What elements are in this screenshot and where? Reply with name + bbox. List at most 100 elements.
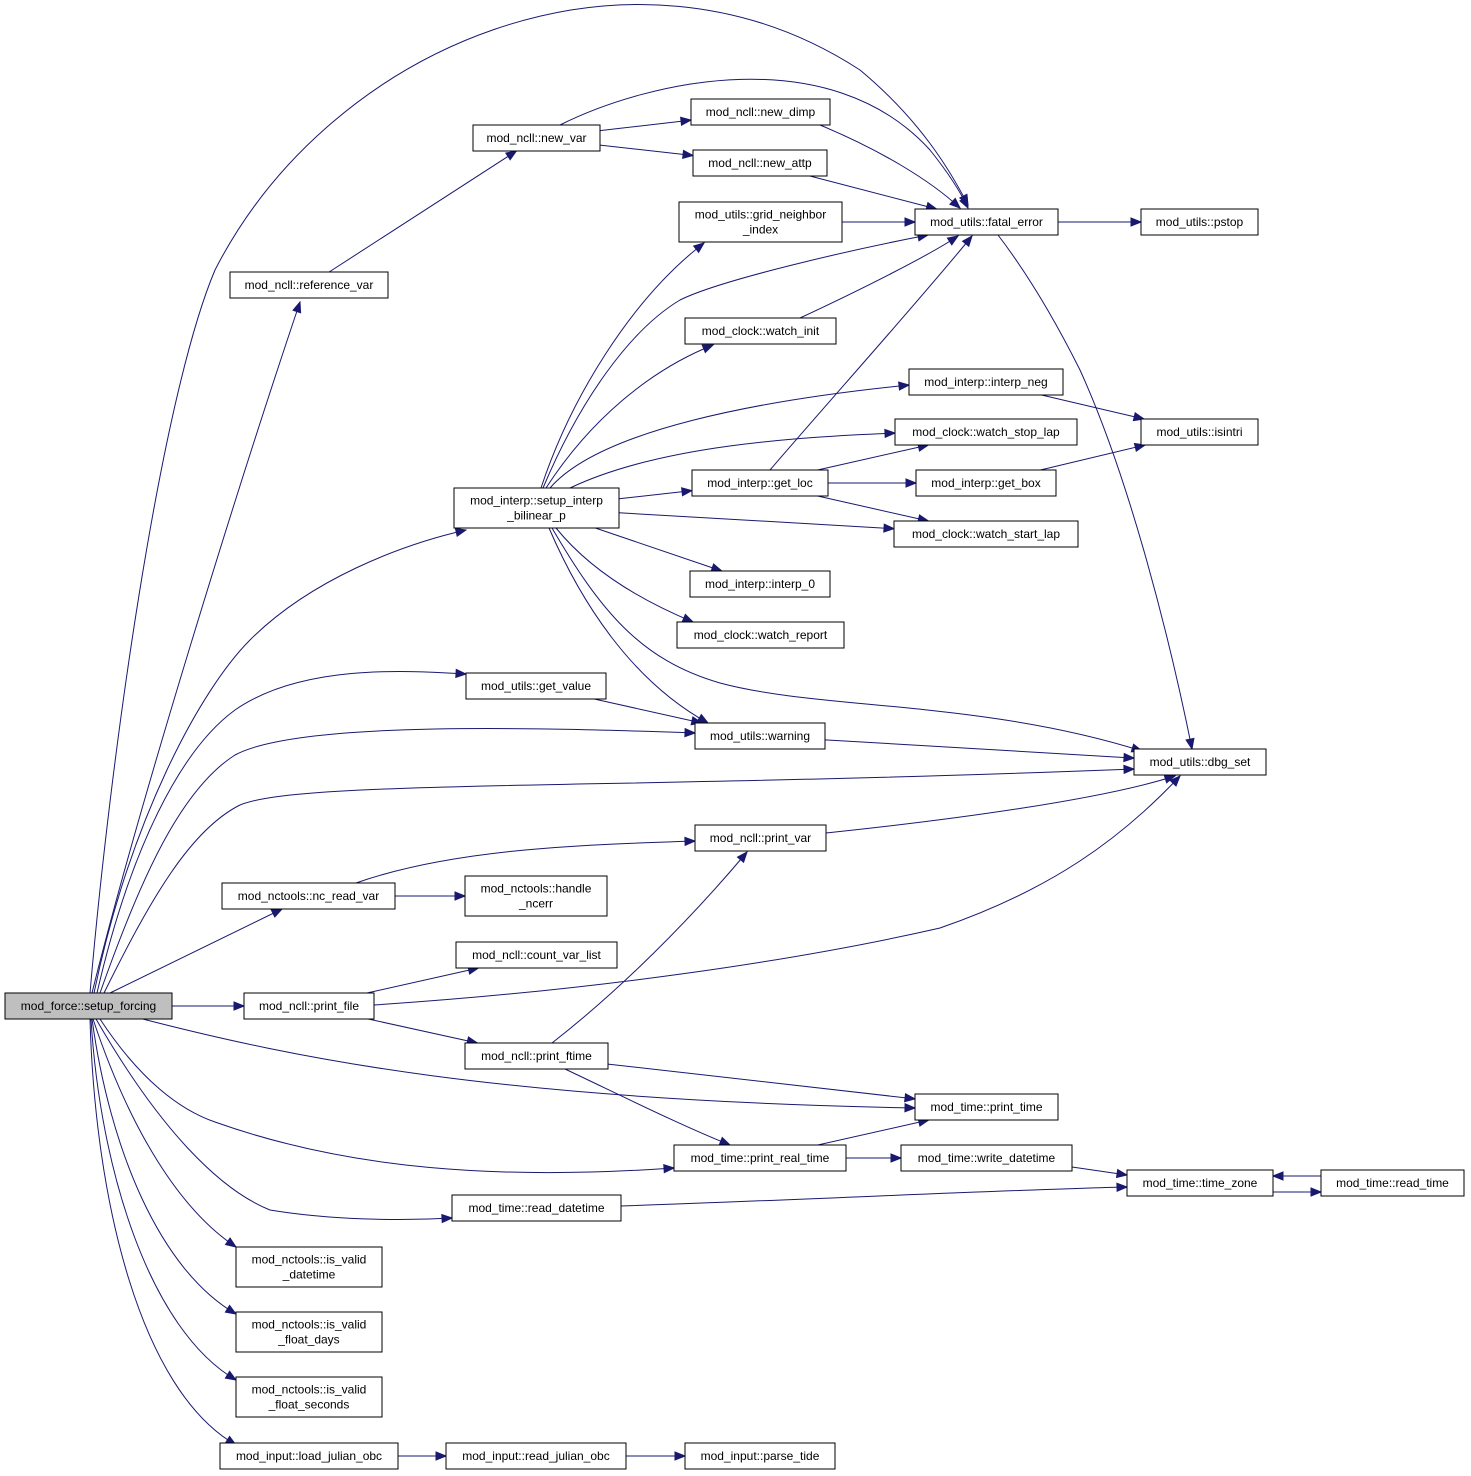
node-isintri[interactable]: mod_utils::isintri — [1140, 418, 1259, 446]
node-box — [1133, 748, 1267, 776]
edge-line — [817, 444, 929, 471]
node-print-file[interactable]: mod_ncll::print_file — [243, 992, 375, 1020]
node-get-box[interactable]: mod_interp::get_box — [915, 469, 1057, 497]
node-get-value[interactable]: mod_utils::get_value — [465, 672, 607, 700]
edge-print_file-to-dbg_set — [373, 775, 1181, 1006]
edge-print_ftime-to-print_var — [551, 850, 748, 1044]
node-box — [472, 124, 601, 152]
node-watch-start-lap[interactable]: mod_clock::watch_start_lap — [893, 520, 1079, 548]
node-print-ftime[interactable]: mod_ncll::print_ftime — [464, 1042, 609, 1070]
edge-time_zone-to-read_time — [1273, 1187, 1323, 1197]
node-label: mod_utils::dbg_set — [1150, 755, 1251, 769]
node-warning[interactable]: mod_utils::warning — [694, 722, 826, 750]
edge-arrowhead — [905, 478, 918, 488]
node-label: _datetime — [282, 1268, 336, 1282]
node-parse-tide[interactable]: mod_input::parse_tide — [684, 1442, 836, 1470]
edge-arrowhead — [961, 234, 973, 248]
edge-line — [91, 301, 301, 994]
node-handle-ncerr[interactable]: mod_nctools::handle_ncerr — [464, 875, 608, 917]
node-watch-report[interactable]: mod_clock::watch_report — [676, 621, 845, 649]
edge-arrowhead — [736, 850, 748, 864]
node-box — [453, 487, 620, 529]
edge-line — [825, 775, 1176, 834]
edge-line — [618, 490, 693, 500]
node-grid-neighbor-index[interactable]: mod_utils::grid_neighbor_index — [678, 201, 843, 243]
node-label: mod_ncll::print_ftime — [481, 1049, 592, 1063]
node-load-julian-obc[interactable]: mod_input::load_julian_obc — [219, 1442, 399, 1470]
node-is-valid-datetime[interactable]: mod_nctools::is_valid_datetime — [235, 1246, 383, 1288]
edge-arrowhead — [1123, 764, 1136, 775]
edge-setup_forcing-to-setup_interp — [93, 527, 468, 994]
node-count-var-list[interactable]: mod_ncll::count_var_list — [455, 941, 618, 969]
edge-setup_interp-to-dbg_set — [551, 527, 1144, 753]
edge-get_box-to-isintri — [1040, 442, 1147, 471]
edge-line — [373, 775, 1181, 1006]
node-new-var[interactable]: mod_ncll::new_var — [472, 124, 601, 152]
node-box — [893, 520, 1079, 548]
node-is-valid-float-seconds[interactable]: mod_nctools::is_valid_float_seconds — [235, 1376, 383, 1418]
edge-line — [599, 144, 694, 157]
node-box — [445, 1442, 627, 1470]
edge-print_file-to-count_var_list — [366, 965, 480, 994]
node-box — [673, 1144, 847, 1172]
node-read-julian-obc[interactable]: mod_input::read_julian_obc — [445, 1442, 627, 1470]
node-label: mod_clock::watch_report — [694, 628, 828, 642]
node-label: mod_ncll::print_var — [710, 831, 811, 845]
node-box — [684, 1442, 836, 1470]
node-write-datetime[interactable]: mod_time::write_datetime — [900, 1144, 1073, 1172]
edge-setup_forcing-to-nc_read_var — [109, 908, 284, 994]
node-print-var[interactable]: mod_ncll::print_var — [694, 824, 827, 852]
edge-setup_forcing-to-load_julian_obc — [89, 1018, 238, 1446]
edge-arrowhead — [682, 149, 695, 160]
edge-arrowhead — [454, 527, 468, 538]
node-interp-0[interactable]: mod_interp::interp_0 — [689, 570, 831, 598]
edge-setup_forcing-to-print_file — [172, 1001, 246, 1011]
node-read-time[interactable]: mod_time::read_time — [1320, 1169, 1465, 1197]
edge-setup_forcing-to-is_valid_float_seconds — [90, 1018, 238, 1381]
edge-arrowhead — [898, 381, 911, 391]
node-print-real-time[interactable]: mod_time::print_real_time — [673, 1144, 847, 1172]
node-nc-read-var[interactable]: mod_nctools::nc_read_var — [221, 882, 396, 910]
node-pstop[interactable]: mod_utils::pstop — [1140, 208, 1259, 236]
node-interp-neg[interactable]: mod_interp::interp_neg — [908, 368, 1064, 396]
node-is-valid-float-days[interactable]: mod_nctools::is_valid_float_days — [235, 1311, 383, 1353]
node-fatal-error[interactable]: mod_utils::fatal_error — [914, 208, 1059, 236]
node-dbg-set[interactable]: mod_utils::dbg_set — [1133, 748, 1267, 776]
node-label: mod_nctools::is_valid — [252, 1318, 367, 1332]
node-box — [915, 469, 1057, 497]
edge-line — [103, 768, 1135, 994]
edge-arrowhead — [904, 1103, 917, 1113]
edge-line — [559, 78, 969, 209]
edge-arrowhead — [674, 1451, 687, 1461]
edge-get_value-to-warning — [594, 698, 704, 726]
edge-arrowhead — [292, 300, 302, 314]
edge-line — [569, 432, 896, 489]
node-box — [684, 317, 837, 345]
node-label: mod_time::print_time — [930, 1100, 1042, 1114]
node-read-datetime[interactable]: mod_time::read_datetime — [451, 1194, 622, 1222]
node-get-loc[interactable]: mod_interp::get_loc — [691, 469, 829, 497]
node-watch-stop-lap[interactable]: mod_clock::watch_stop_lap — [894, 418, 1078, 446]
edge-line — [92, 1018, 237, 1248]
edge-arrowhead — [435, 1451, 448, 1461]
edge-print_real_time-to-write_datetime — [846, 1153, 903, 1163]
node-box — [678, 201, 843, 243]
edge-get_loc-to-watch_start_lap — [817, 495, 930, 524]
node-setup-interp[interactable]: mod_interp::setup_interp_bilinear_p — [453, 487, 620, 529]
edge-arrowhead — [701, 344, 715, 354]
node-label: mod_ncll::new_attp — [708, 156, 812, 170]
node-box — [455, 941, 618, 969]
node-label: mod_time::print_real_time — [691, 1151, 830, 1165]
node-new-attp[interactable]: mod_ncll::new_attp — [692, 149, 828, 177]
node-print-time[interactable]: mod_time::print_time — [914, 1093, 1059, 1121]
node-time-zone[interactable]: mod_time::time_zone — [1126, 1169, 1274, 1197]
node-label: mod_utils::grid_neighbor — [695, 208, 826, 222]
node-watch-init[interactable]: mod_clock::watch_init — [684, 317, 837, 345]
edge-line — [366, 967, 479, 994]
node-new-dimp[interactable]: mod_ncll::new_dimp — [690, 98, 831, 126]
node-label: mod_input::read_julian_obc — [462, 1449, 609, 1463]
edge-line — [1041, 394, 1145, 420]
edge-line — [99, 728, 696, 994]
node-reference-var[interactable]: mod_ncll::reference_var — [229, 271, 389, 299]
edge-line — [819, 124, 961, 209]
